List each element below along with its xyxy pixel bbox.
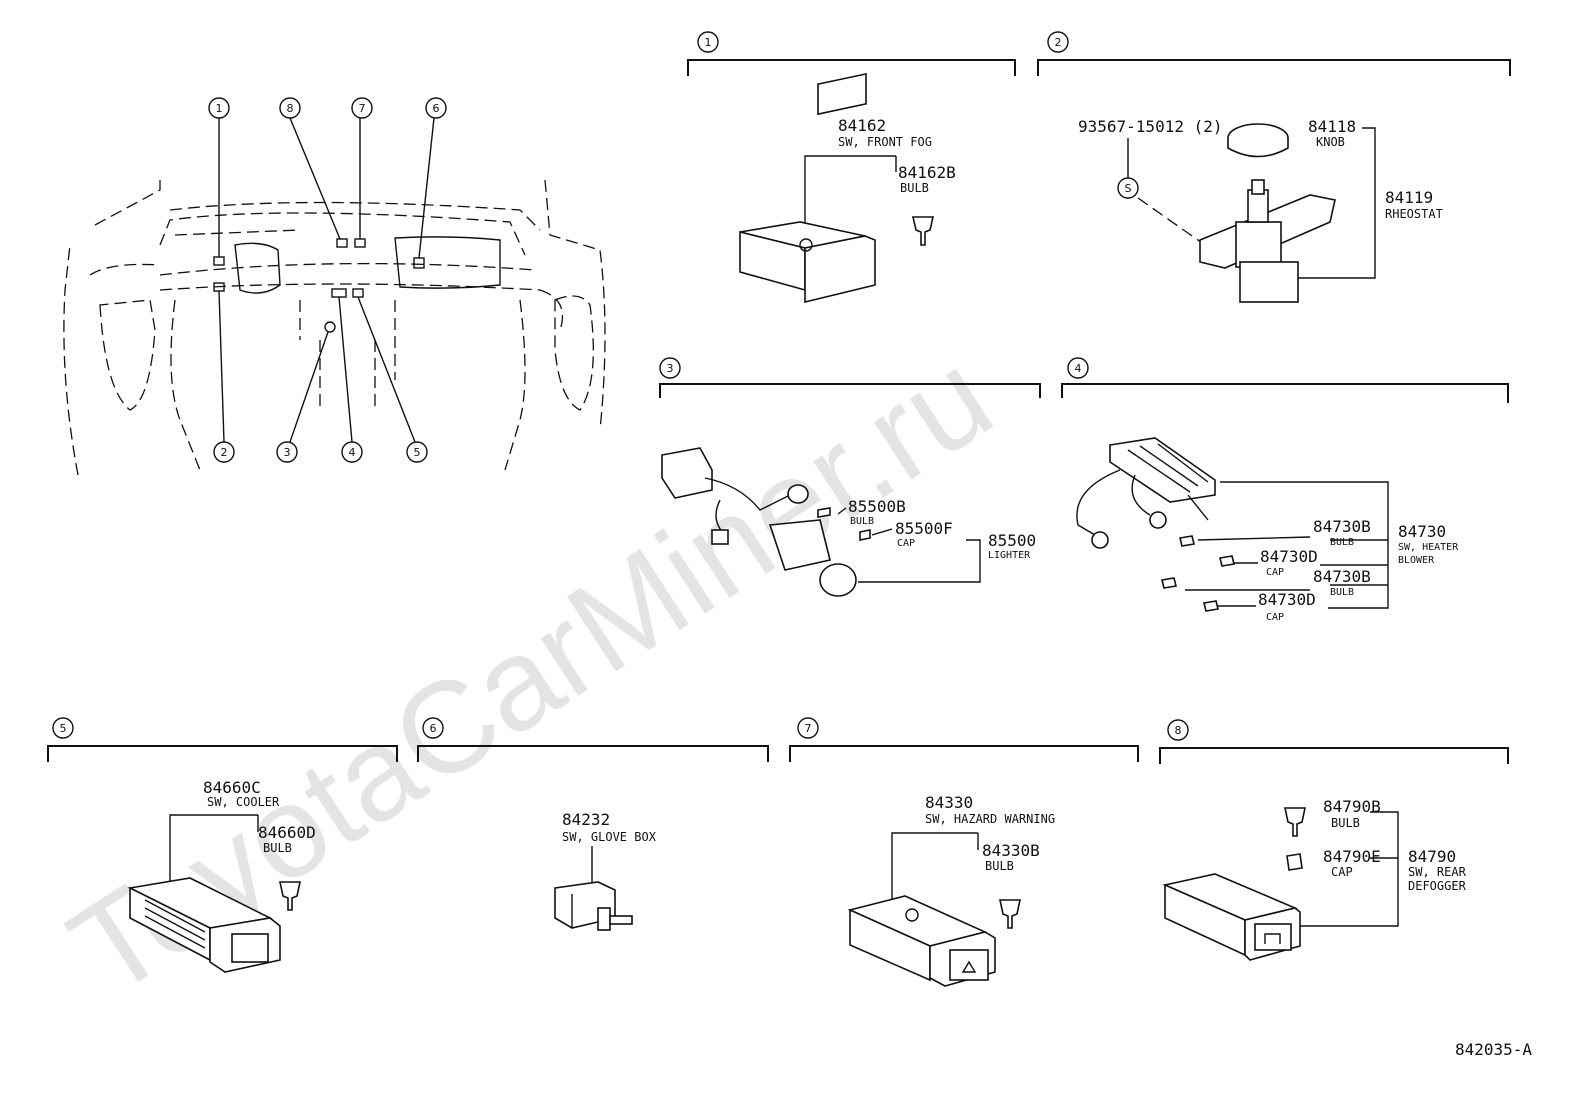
svg-text:2: 2 xyxy=(1055,36,1062,49)
svg-text:4: 4 xyxy=(349,446,356,459)
figure-id: 842035-A xyxy=(1455,1040,1532,1059)
svg-text:3: 3 xyxy=(667,362,674,375)
part-84730B-code-1: 84730B xyxy=(1313,517,1371,536)
overview-callout-7: 7 xyxy=(351,97,373,119)
overview-callout-1: 1 xyxy=(208,97,230,119)
section-5-cooler-switch: 5 84660C SW, COOLER 84660D BULB xyxy=(47,717,398,973)
rear-defogger-switch-illustration xyxy=(1162,873,1301,961)
part-84790-code: 84790 xyxy=(1408,847,1456,866)
part-84119-code: 84119 xyxy=(1385,188,1433,207)
part-84730D-desc-2: CAP xyxy=(1266,612,1284,623)
part-84790E-code: 84790E xyxy=(1323,847,1381,866)
rheostat-illustration xyxy=(1199,179,1336,303)
svg-text:7: 7 xyxy=(805,722,812,735)
part-84790-desc2: DEFOGGER xyxy=(1408,879,1467,893)
part-84660D-desc: BULB xyxy=(263,841,292,855)
part-84232-code: 84232 xyxy=(562,810,610,829)
part-84730D-code-1: 84730D xyxy=(1260,547,1318,566)
part-84330B-code: 84330B xyxy=(982,841,1040,860)
overview-callout-6: 6 xyxy=(425,97,447,119)
svg-text:6: 6 xyxy=(433,102,440,115)
cooler-switch-illustration xyxy=(127,877,281,973)
section-8-rear-defogger-switch: 8 84790B BULB 84790E CAP 84790 SW, REAR … xyxy=(1159,719,1509,961)
svg-text:5: 5 xyxy=(60,722,67,735)
overview-callout-4: 4 xyxy=(341,441,363,463)
part-84162B-code: 84162B xyxy=(898,163,956,182)
lighter-illustration xyxy=(661,447,871,597)
part-84730-code: 84730 xyxy=(1398,522,1446,541)
glove-box-switch-illustration xyxy=(554,881,633,931)
part-84790E-desc: CAP xyxy=(1331,865,1353,879)
part-84118-desc: KNOB xyxy=(1316,135,1345,149)
heater-blower-switch-illustration xyxy=(1076,437,1235,612)
part-85500-code: 85500 xyxy=(988,531,1036,550)
overview-callout-3: 3 xyxy=(276,441,298,463)
part-84730B-desc-2: BULB xyxy=(1330,587,1354,598)
part-85500B-code: 85500B xyxy=(848,497,906,516)
section-3-lighter: 3 85500B BULB 85500F CAP 85500 LIGHTER xyxy=(659,357,1041,597)
section-4-heater-blower: 4 84730B BULB 84730D CAP 84730B BULB 847… xyxy=(1061,357,1509,623)
part-84730-desc2: BLOWER xyxy=(1398,555,1435,566)
part-84790-desc1: SW, REAR xyxy=(1408,865,1467,879)
overview-callout-2: 2 xyxy=(213,441,235,463)
section-2-rheostat: 2 93567-15012 (2) S 84118 KNOB 84119 RHE… xyxy=(1037,31,1511,303)
part-84660D-code: 84660D xyxy=(258,823,316,842)
part-84730B-code-2: 84730B xyxy=(1313,567,1371,586)
part-84730-desc1: SW, HEATER xyxy=(1398,542,1459,553)
part-84660C-code: 84660C xyxy=(203,778,261,797)
part-84330-desc: SW, HAZARD WARNING xyxy=(925,812,1055,826)
part-84162-desc: SW, FRONT FOG xyxy=(838,135,932,149)
overview-callout-5: 5 xyxy=(406,441,428,463)
svg-text:4: 4 xyxy=(1075,362,1082,375)
knob-illustration xyxy=(1227,123,1289,158)
part-85500F-code: 85500F xyxy=(895,519,953,538)
front-fog-switch-illustration xyxy=(739,72,876,304)
part-84162-code: 84162 xyxy=(838,116,886,135)
section-6-glove-box-switch: 6 84232 SW, GLOVE BOX xyxy=(417,717,769,931)
part-84660C-desc: SW, COOLER xyxy=(207,795,280,809)
svg-text:8: 8 xyxy=(1175,724,1182,737)
part-84330-code: 84330 xyxy=(925,793,973,812)
svg-text:1: 1 xyxy=(216,102,223,115)
svg-text:3: 3 xyxy=(284,446,291,459)
screw-symbol: S xyxy=(1125,182,1132,195)
part-84790B-code: 84790B xyxy=(1323,797,1381,816)
part-84330B-desc: BULB xyxy=(985,859,1014,873)
svg-text:5: 5 xyxy=(414,446,421,459)
part-84730D-desc-1: CAP xyxy=(1266,567,1284,578)
svg-text:2: 2 xyxy=(221,446,228,459)
part-84730B-desc-1: BULB xyxy=(1330,537,1354,548)
section-7-hazard-warning-switch: 7 84330 SW, HAZARD WARNING 84330B BULB xyxy=(789,717,1139,987)
overview-callout-8: 8 xyxy=(279,97,301,119)
svg-text:1: 1 xyxy=(705,36,712,49)
part-84162B-desc: BULB xyxy=(900,181,929,195)
svg-text:7: 7 xyxy=(359,102,366,115)
part-84232-desc: SW, GLOVE BOX xyxy=(562,830,657,844)
part-85500B-desc: BULB xyxy=(850,516,874,527)
part-84790B-desc: BULB xyxy=(1331,816,1360,830)
part-84118-code: 84118 xyxy=(1308,117,1356,136)
screw-93567-code: 93567-15012 (2) xyxy=(1078,117,1223,136)
dashboard-overview: 1 8 7 6 2 3 4 5 xyxy=(63,97,606,476)
svg-text:8: 8 xyxy=(287,102,294,115)
part-85500F-desc: CAP xyxy=(897,538,915,549)
part-85500-desc: LIGHTER xyxy=(988,550,1031,561)
part-84730D-code-2: 84730D xyxy=(1258,590,1316,609)
section-1-front-fog-switch: 1 84162 SW, FRONT FOG 84162B BULB xyxy=(687,31,1016,304)
svg-text:6: 6 xyxy=(430,722,437,735)
part-84119-desc: RHEOSTAT xyxy=(1385,207,1443,221)
hazard-switch-illustration xyxy=(847,895,996,987)
